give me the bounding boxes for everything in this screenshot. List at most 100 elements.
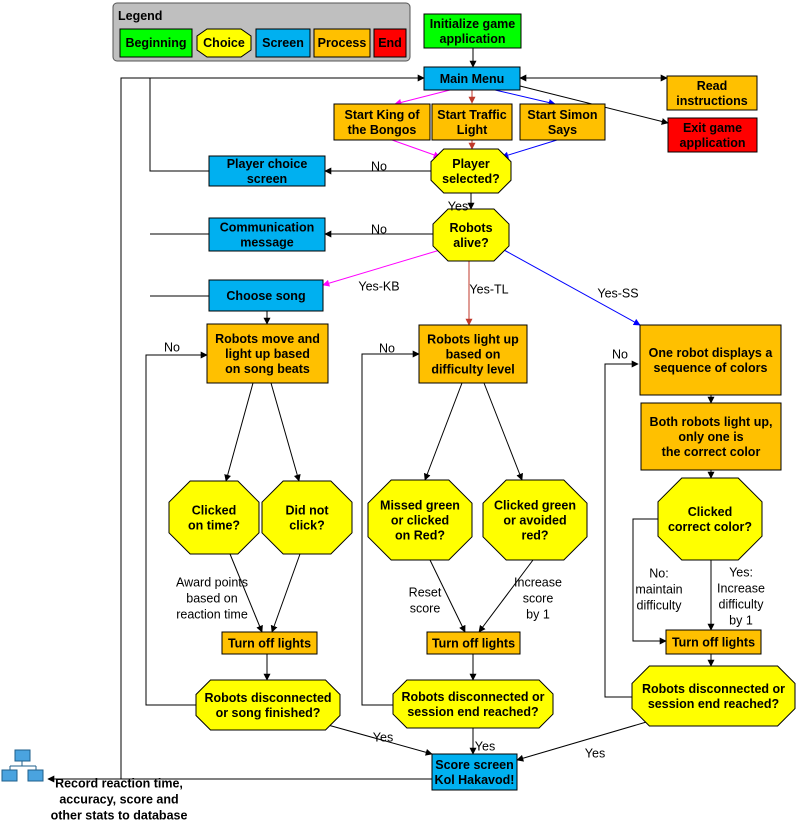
database-line-2: accuracy, score and: [59, 793, 178, 807]
tl-turn-off-shape: [426, 631, 521, 655]
tl-missed-line-2: or clicked: [391, 514, 449, 528]
legend-screen-swatch: [255, 28, 311, 58]
edge-label-kb-no: No: [164, 341, 180, 355]
robots-alive-line-2: alive?: [453, 236, 488, 250]
edge-label-tl-yes-text: Yes: [475, 740, 495, 754]
tl-clicked-line-3: red?: [521, 529, 548, 543]
kb-turn-off-shape: [221, 631, 318, 655]
edge-label-yes-kb-text: Yes-KB: [358, 280, 399, 294]
ss-process1-line-1: One robot displays a: [649, 346, 774, 360]
read-instructions-shape: [666, 75, 758, 111]
player-selected-line-2: selected?: [442, 172, 500, 186]
ss-process1-line-2: sequence of colors: [654, 361, 768, 375]
edge-label-yes-tl-text: Yes-TL: [469, 283, 508, 297]
edge-label-yes-player: Yes: [448, 200, 468, 214]
read-instructions-line-1: Read: [697, 79, 728, 93]
ss-clicked-line-1: Clicked: [688, 505, 732, 519]
tl-clicked-shape: [482, 479, 588, 561]
ss-clicked-line-2: correct color?: [668, 520, 752, 534]
edge-label-tl-yes: Yes: [475, 740, 495, 754]
score-screen-line-2: Kol Hakavod!: [435, 773, 515, 787]
start-kb-line-2: the Bongos: [348, 123, 417, 137]
edge-label-ss-no-text: No: [612, 348, 628, 362]
kb-did-not-click-line-2: click?: [289, 519, 324, 533]
edge-label-yes-ss: Yes-SS: [597, 287, 638, 301]
player-choice-screen-line-2: screen: [247, 172, 287, 186]
exit-game-shape: [667, 117, 758, 153]
start-ss-line-1: Start Simon: [527, 108, 597, 122]
database-line-3: other stats to database: [51, 809, 188, 823]
start-kb-line-1: Start King of: [345, 108, 421, 122]
edge-label-ss-no-maintain-line-3: difficulty: [637, 599, 683, 613]
read-instructions-line-2: instructions: [676, 94, 748, 108]
communication-message-shape: [208, 217, 326, 252]
kb-disconnected-shape: [195, 679, 341, 731]
database-line-1: Record reaction time,: [55, 777, 183, 791]
legend-process-label: Process: [318, 36, 367, 50]
start-tl-line-1: Start Traffic: [437, 108, 507, 122]
edge-label-kb-yes: Yes: [373, 731, 393, 745]
player-selected-line-1: Player: [452, 157, 490, 171]
communication-message-line-1: Communication: [220, 221, 314, 235]
tl-disconnected-line-2: session end reached?: [407, 705, 538, 719]
robots-alive-shape: [432, 208, 510, 262]
tl-missed-shape: [367, 479, 473, 561]
kb-clicked-on-time-shape: [168, 480, 260, 555]
edge-label-kb-yes-text: Yes: [373, 731, 393, 745]
edge-label-no-player-text: No: [371, 160, 387, 174]
edge-label-ss-yes-increase-line-3: difficulty: [719, 598, 765, 612]
legend-screen-label: Screen: [262, 36, 304, 50]
ss-turn-off-node: Turn off lights: [665, 629, 762, 655]
kb-clicked-on-time-line-2: on time?: [188, 519, 240, 533]
kb-did-not-click-shape: [261, 480, 353, 555]
edge-label-no-player: No: [371, 160, 387, 174]
kb-process-line-2: light up based: [225, 347, 310, 361]
edge-label-tl-reset-line-2: score: [410, 602, 441, 616]
ss-turn-off-line-1: Turn off lights: [672, 636, 755, 650]
ss-disconnected-line-1: Robots disconnected or: [642, 682, 785, 696]
ss-disconnected-shape: [631, 665, 796, 727]
edge-label-kb-award-line-1: Award points: [176, 576, 248, 590]
edge-label-yes-tl: Yes-TL: [469, 283, 508, 297]
legend-choice-swatch: [196, 28, 252, 58]
edge-label-ss-no-maintain-line-1: No:: [649, 567, 668, 581]
tl-disconnected-shape: [392, 679, 554, 729]
ss-turn-off-shape: [665, 629, 762, 655]
kb-turn-off-line-1: Turn off lights: [228, 637, 311, 651]
main-menu-node: Main Menu: [423, 66, 521, 91]
edge-label-kb-award-line-2: based on: [186, 592, 237, 606]
edge-label-yes-ss-text: Yes-SS: [597, 287, 638, 301]
kb-disconnected-line-2: or song finished?: [216, 706, 321, 720]
choose-song-node: Choose song: [208, 279, 324, 312]
kb-disconnected-line-1: Robots disconnected: [204, 691, 331, 705]
edge-label-ss-yes: Yes: [585, 747, 605, 761]
tl-process-line-2: based on: [446, 348, 501, 362]
kb-process-shape: [206, 323, 329, 384]
edge-label-yes-player-text: Yes: [448, 200, 468, 214]
start-tl-shape: [431, 103, 513, 141]
start-kb-shape: [333, 103, 431, 141]
edge-label-tl-increase-line-2: score: [523, 592, 554, 606]
edge-label-ss-yes-increase-line-2: Increase: [717, 582, 765, 596]
main-menu-shape: [423, 66, 521, 91]
player-choice-screen-shape: [208, 155, 326, 187]
init-line-2: application: [440, 32, 506, 46]
